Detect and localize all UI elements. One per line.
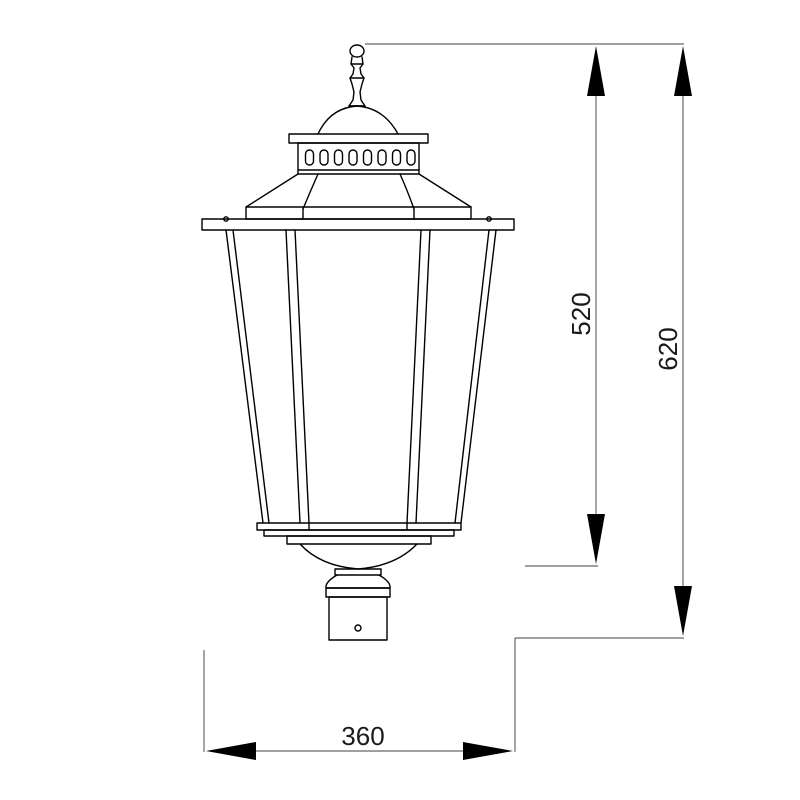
dimension-lines — [203, 43, 692, 760]
glass-body — [225, 229, 497, 524]
dimension-label-620: 620 — [653, 327, 683, 370]
bottom-ring — [256, 522, 462, 537]
vent-holes — [304, 149, 416, 166]
dome-cap — [288, 105, 429, 144]
roof — [245, 173, 472, 220]
dimension-620 — [674, 46, 692, 636]
top-ring — [201, 216, 515, 231]
dimension-label-360: 360 — [341, 721, 384, 751]
dimension-360 — [206, 742, 513, 760]
dimension-label-520: 520 — [566, 292, 596, 335]
neck-collar — [325, 568, 391, 589]
mounting-post — [325, 587, 391, 641]
bottom-bowl — [286, 535, 432, 570]
vent-band — [297, 142, 420, 175]
dimension-520 — [587, 46, 605, 564]
finial — [348, 44, 366, 107]
lantern — [201, 44, 515, 641]
